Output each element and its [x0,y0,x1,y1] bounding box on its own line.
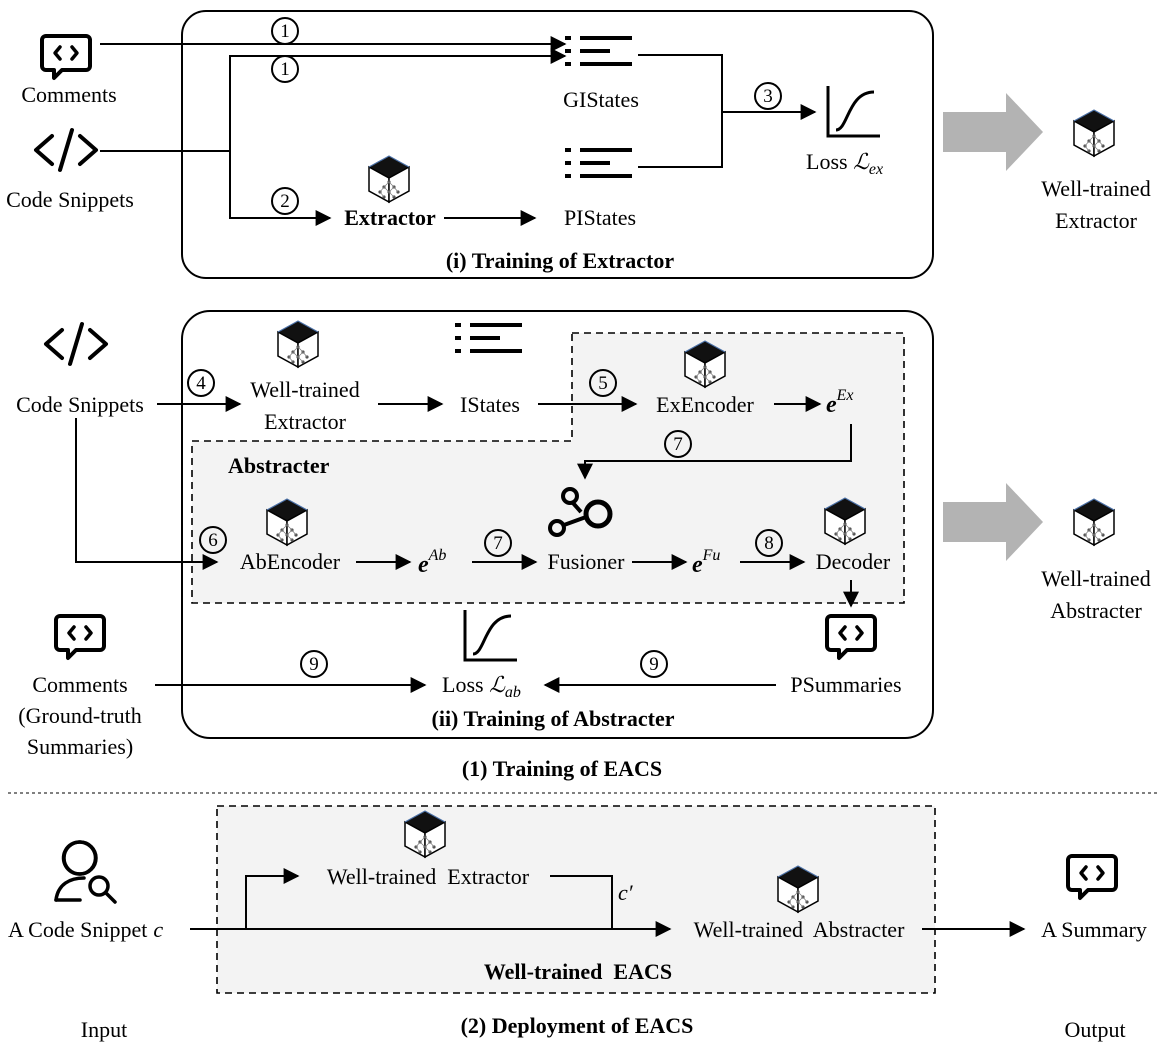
step-3-marker [754,82,782,110]
step-2-marker [271,187,299,215]
loss-ab-label: Loss ℒab [442,672,521,701]
svg-text:9: 9 [309,654,319,675]
c-prime-label: c′ [618,880,634,905]
abstracter-training-box [181,310,934,739]
deploy-extractor-label: Well-trained Extractor [327,864,530,889]
svg-text:7: 7 [673,434,683,455]
svg-text:3: 3 [763,86,773,107]
abstracter-region-label: Abstracter [228,453,330,478]
loss-ex-label: Loss ℒex [806,149,883,178]
trained-abstracter-label-1: Well-trained [1041,566,1150,591]
output-label: Output [1064,1017,1125,1042]
svg-text:4: 4 [196,373,206,394]
trained-extractor-label-1: Well-trained [1041,176,1150,201]
exencoder-label: ExEncoder [656,392,754,417]
decoder-label: Decoder [816,549,891,574]
istates-label: IStates [460,392,520,417]
fusioner-icon [548,487,613,537]
step-1b-marker [271,55,299,83]
svg-text:2: 2 [280,191,290,212]
psummaries-icon [825,614,877,660]
extractor-training-box [181,10,934,279]
extractor-label: Extractor [344,205,436,230]
fusioner-label: Fusioner [548,549,626,574]
comments-gt-label-3: Summaries) [27,734,133,759]
e-fu-label: eFu [692,547,720,578]
trained-extractor-label-2: Extractor [1055,208,1138,233]
section-i-title: (i) Training of Extractor [446,248,675,273]
comments-gt-label-2: (Ground-truth [18,703,141,728]
svg-text:1: 1 [280,59,290,80]
extractor-result-arrow [943,93,1043,171]
comments-gt-label-1: Comments [32,672,127,697]
svg-text:6: 6 [208,530,218,551]
loss-ab-curve-icon [463,608,519,662]
comments-icon-2 [54,614,106,660]
deploy-box-title: Well-trained EACS [484,959,672,984]
step-8-marker [755,529,783,557]
trained-abstracter-label-2: Abstracter [1050,598,1142,623]
training-title: (1) Training of EACS [462,756,662,781]
trained-extractor-icon [1073,109,1115,157]
summary-label: A Summary [1041,917,1147,942]
svg-text:7: 7 [493,533,503,554]
abencoder-label: AbEncoder [240,549,341,574]
e-ab-label: eAb [418,547,446,578]
comments-icon [40,34,92,80]
wte-model-icon [277,320,319,368]
comments-label: Comments [21,82,116,107]
deployment-title: (2) Deployment of EACS [461,1013,694,1038]
abstracter-result-arrow [943,483,1043,561]
trained-abstracter-icon [1073,498,1115,546]
step-1a-marker [271,17,299,45]
step-7b-marker [484,529,512,557]
step-7a-marker [664,430,692,458]
svg-text:8: 8 [764,533,774,554]
input-label: Input [81,1017,127,1042]
gistates-label: GIStates [563,87,639,112]
svg-text:9: 9 [649,654,659,675]
code-snippets-label: Code Snippets [6,187,134,212]
step-9b-marker [640,650,668,678]
step-5-marker [589,369,617,397]
step-4-marker [187,369,215,397]
section-ii-title: (ii) Training of Abstracter [432,706,675,731]
svg-text:1: 1 [280,21,290,42]
gistates-icon [565,36,632,66]
pistates-label: PIStates [564,205,636,230]
summary-icon [1066,854,1118,900]
step-6-marker [199,526,227,554]
extractor-model-icon [368,155,410,203]
loss-ex-curve-icon [826,84,882,138]
user-search-icon [54,840,117,904]
wte-label-1: Well-trained [250,377,359,402]
e-ex-label: eEx [826,387,854,418]
istates-icon [455,323,522,353]
step-9a-marker [300,650,328,678]
code-snippets-label-2: Code Snippets [16,392,144,417]
wte-label-2: Extractor [264,409,347,434]
pistates-icon [565,148,632,178]
deploy-abstracter-label: Well-trained Abstracter [694,917,905,942]
svg-text:5: 5 [598,373,608,394]
code-icon-2 [44,322,108,366]
code-icon [34,128,98,172]
abstracter-region [191,332,905,604]
psummaries-label: PSummaries [790,672,901,697]
